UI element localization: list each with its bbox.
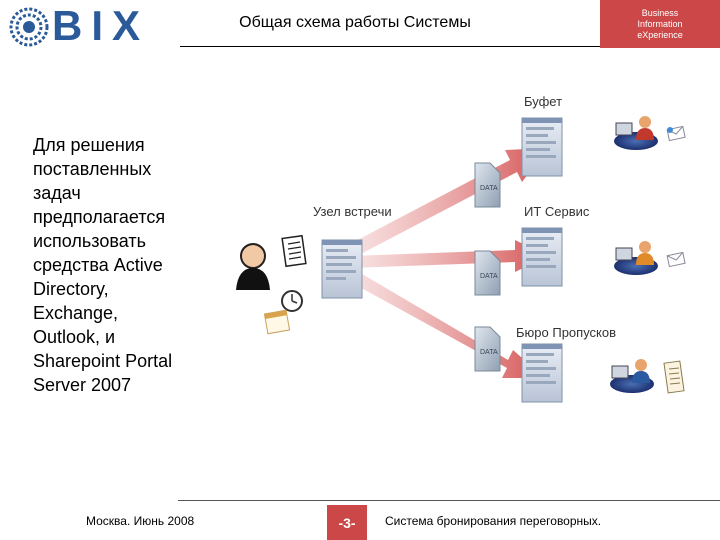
target-label-pass-bureau: Бюро Пропусков: [516, 325, 616, 340]
intro-text: Для решения поставленных задач предполаг…: [33, 135, 173, 395]
data-document-icon: DATA: [474, 250, 501, 296]
data-label: DATA: [480, 349, 498, 356]
logo-globe-icon: [9, 7, 49, 47]
target-label-bufet: Буфет: [524, 94, 562, 109]
data-document-icon: DATA: [474, 326, 501, 372]
source-window-icon: [321, 239, 363, 299]
target-window-icon: [521, 117, 563, 177]
user-icon: [236, 243, 270, 290]
footer-system-name: Система бронирования переговорных.: [385, 514, 602, 528]
brand-box: Business Information eXperience: [600, 0, 720, 48]
calendar-icon: [263, 309, 291, 335]
user-group-icon-bufet: [614, 116, 658, 150]
pass-document-icon: [663, 360, 685, 394]
document-icon: [281, 234, 307, 268]
user-group-icon-it: [614, 241, 658, 275]
target-label-it: ИТ Сервис: [524, 204, 590, 219]
email-icon: [666, 125, 686, 142]
footer-divider: [178, 500, 720, 501]
email-icon: [666, 251, 686, 268]
page-number: -3-: [327, 505, 367, 540]
arrow-to-pass-bureau: [345, 268, 545, 378]
clock-icon: [281, 290, 303, 312]
arrow-to-it: [350, 240, 548, 272]
target-window-icon: [521, 343, 563, 403]
source-node-label: Узел встречи: [313, 204, 392, 219]
footer-location-date: Москва. Июнь 2008: [86, 514, 195, 528]
data-document-icon: DATA: [474, 162, 501, 208]
target-window-icon: [521, 227, 563, 287]
data-label: DATA: [480, 185, 498, 192]
arrow-to-bufet: [348, 148, 548, 257]
logo-text: BIX: [52, 2, 150, 49]
data-label: DATA: [480, 273, 498, 280]
user-group-icon-pass-bureau: [610, 359, 654, 393]
brand-text: Business Information eXperience: [637, 7, 683, 40]
slide-title: Общая схема работы Системы: [239, 14, 471, 31]
title-divider: [180, 46, 600, 47]
bix-logo: [8, 6, 153, 48]
